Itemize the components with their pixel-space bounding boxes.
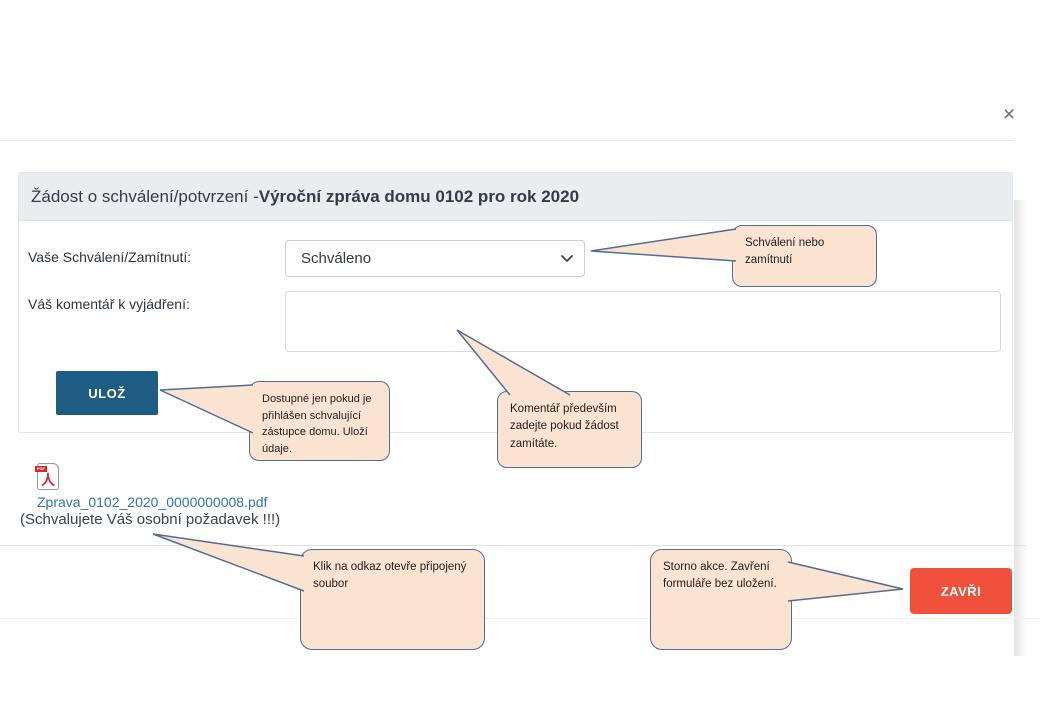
panel-title-subject: Výroční zpráva domu 0102 pro rok 2020 [258,186,580,206]
panel-title: Žádost o schválení/potvrzení - Výroční z… [19,173,1012,221]
attachment-link[interactable]: Zprava_0102_2020_0000000008.pdf [37,494,268,510]
panel-title-prefix: Žádost o schválení/potvrzení - [31,186,259,206]
callout-tail-close [787,561,904,602]
comment-field-label: Váš komentář k vyjádření: [28,296,190,312]
approval-select[interactable]: Schváleno [285,240,585,277]
pdf-file-icon[interactable]: PDF 人 [35,463,59,490]
pdf-badge: PDF [35,466,47,472]
callout-comment: Komentář především zadejte pokud žádost … [497,391,642,468]
acrobat-glyph-icon: 人 [41,472,55,488]
footer-divider [0,545,1026,546]
callout-close-button: Storno akce. Zavření formuláře bez ulože… [650,549,792,650]
callout-approval-select: Schválení nebo zamítnutí [732,225,877,287]
modal-edge-shadow [1014,200,1027,656]
page-bottom-divider [0,618,1040,619]
save-button[interactable]: ULOŽ [56,371,158,415]
attachment-note: (Schvalujete Váš osobní požadavek !!!) [20,511,281,528]
approval-field-label: Vaše Schválení/Zamítnutí: [28,249,192,265]
approval-select-wrap: Schváleno [285,240,585,277]
callout-attachment-link: Klik na odkaz otevře připojený soubor [300,549,485,650]
cancel-close-button[interactable]: ZAVŘI [910,568,1012,614]
close-icon[interactable]: × [1002,103,1016,126]
callout-save-button: Dostupné jen pokud je přihlášen schvaluj… [249,381,390,461]
top-divider [0,140,1014,141]
callout-tail-attachment [152,533,305,592]
comment-textarea[interactable] [285,291,1001,352]
